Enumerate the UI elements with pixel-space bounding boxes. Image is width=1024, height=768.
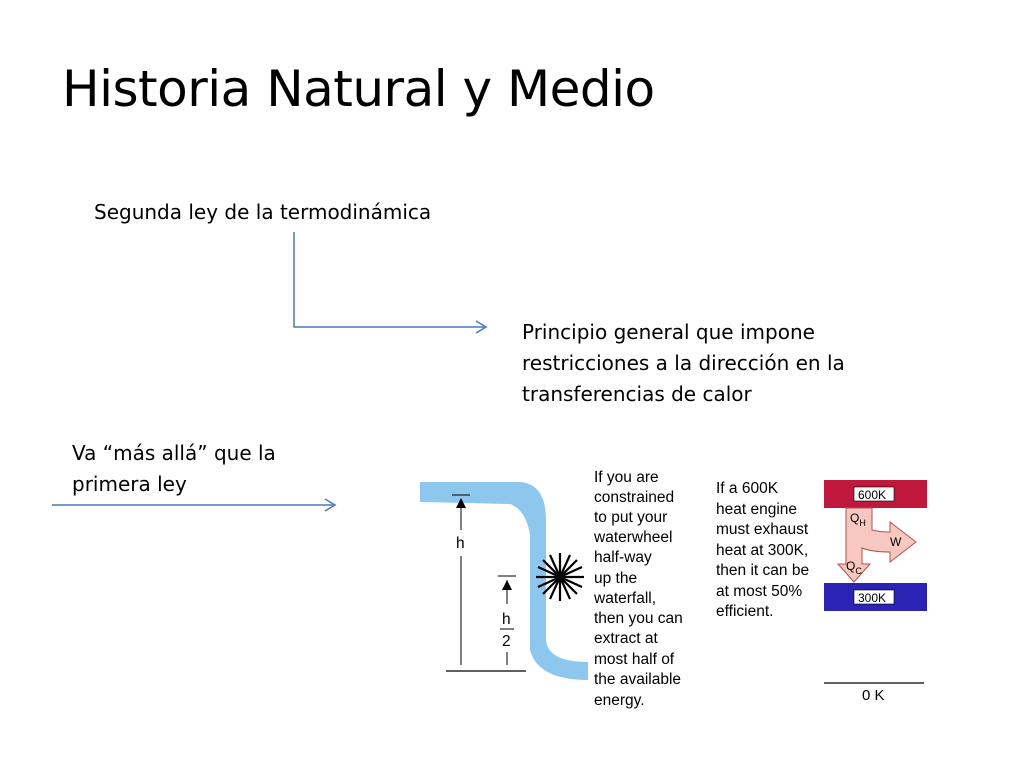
half-arrow-head [502,580,512,590]
h-half-numerator: h [502,611,511,628]
cold-label-box [853,589,895,605]
waterfall-line: extract at [594,630,658,647]
slide-title: Historia Natural y Medio [62,60,655,118]
waterfall-line: to put your [594,509,667,526]
waterfall-line: half-way [594,549,652,566]
qh-label: QH [850,511,866,528]
waterfall-line: most half of [594,651,675,668]
waterfall-line: waterfall, [593,590,656,607]
waterfall-line: the available [594,671,681,688]
waterfall-line: up the [594,570,637,587]
hot-label-box [853,486,895,502]
engine-line: then it can be [716,562,809,579]
waterfall-line: then you can [594,610,683,627]
beyond-line: primera ley [72,472,187,496]
waterfall-line: waterwheel [593,529,672,546]
elbow-arrowhead [475,320,488,334]
waterfall-line: energy. [594,692,645,709]
principle-line: restricciones a la dirección en la [522,351,845,375]
engine-explanation: If a 600K heat engine must exhaust heat … [716,480,809,620]
engine-line: heat engine [716,501,797,518]
straight-arrowhead [324,498,337,512]
engine-line: heat at 300K, [716,542,808,559]
hot-temperature-label: 600K [858,488,886,502]
engine-line: at most 50% [716,583,802,600]
engine-line: If a 600K [716,480,779,497]
waterfall-explanation: If you are constrained to put your water… [593,469,683,709]
h-arrow-head [456,498,466,508]
qc-label: QC [846,559,862,576]
principle-line: Principio general que impone [522,320,815,344]
waterfall-line: If you are [594,469,659,486]
principle-line: transferencias de calor [522,382,752,406]
engine-line: must exhaust [716,521,809,538]
elbow-connector [293,232,484,328]
h-label: h [456,535,465,552]
absolute-zero-label: 0 K [862,687,885,704]
engine-line: efficient. [716,603,773,620]
subtitle-text: Segunda ley de la termodinámica [94,200,432,224]
waterfall-line: constrained [594,489,674,506]
work-label: W [890,535,902,549]
principle-text: Principio general que impone restriccion… [522,317,882,410]
waterwheel-icon [536,553,584,601]
heat-flow-arrow [836,507,917,583]
h-half-denominator: 2 [502,633,511,650]
waterfall-shape [420,482,588,680]
beyond-line: Va “más allá” que la [72,441,276,465]
cold-temperature-label: 300K [858,591,886,605]
beyond-first-law-text: Va “más allá” que la primera ley [72,438,302,500]
